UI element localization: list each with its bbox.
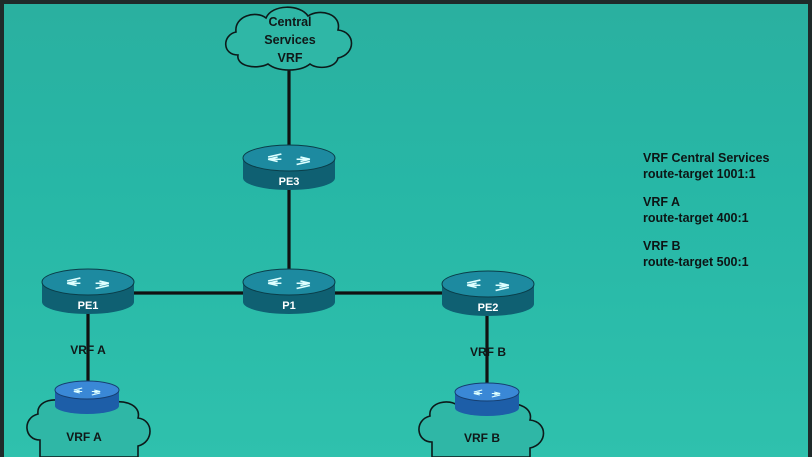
ce-router-vrf-b[interactable] xyxy=(454,382,520,416)
legend-vrf-a: VRF A xyxy=(643,195,681,209)
legend-entry-central: VRF Central Services route-target 1001:1 xyxy=(643,150,808,182)
legend-rt-a: route-target 400:1 xyxy=(643,211,749,225)
cloud-vrf-b-label: VRF B xyxy=(464,431,500,445)
cloud-central-line1: Central xyxy=(268,15,311,29)
links xyxy=(86,70,489,392)
cloud-vrf-a-label: VRF A xyxy=(66,430,102,444)
router-pe1[interactable]: PE1 xyxy=(41,268,135,314)
ce-router-vrf-a[interactable] xyxy=(54,380,120,414)
link-label-vrf-a: VRF A xyxy=(70,343,106,357)
legend-vrf-b: VRF B xyxy=(643,239,681,253)
route-target-legend: VRF Central Services route-target 1001:1… xyxy=(643,150,808,282)
router-pe2[interactable]: PE2 xyxy=(441,270,535,316)
router-pe1-label: PE1 xyxy=(78,300,99,312)
legend-rt-b: route-target 500:1 xyxy=(643,255,749,269)
legend-entry-vrf-a: VRF A route-target 400:1 xyxy=(643,194,808,226)
router-pe3-label: PE3 xyxy=(279,176,300,188)
cloud-central-line3: VRF xyxy=(278,51,303,65)
legend-vrf-central: VRF Central Services xyxy=(643,151,770,165)
legend-rt-central: route-target 1001:1 xyxy=(643,167,756,181)
diagram-background xyxy=(4,4,808,457)
link-label-vrf-b: VRF B xyxy=(470,345,506,359)
router-p1[interactable]: P1 xyxy=(242,268,336,314)
cloud-central-services: Central Services VRF xyxy=(224,6,353,71)
router-pe3[interactable]: PE3 xyxy=(242,144,336,190)
cloud-central-line2: Services xyxy=(264,33,315,47)
router-p1-label: P1 xyxy=(282,300,295,312)
router-pe2-label: PE2 xyxy=(478,302,499,314)
legend-entry-vrf-b: VRF B route-target 500:1 xyxy=(643,238,808,270)
